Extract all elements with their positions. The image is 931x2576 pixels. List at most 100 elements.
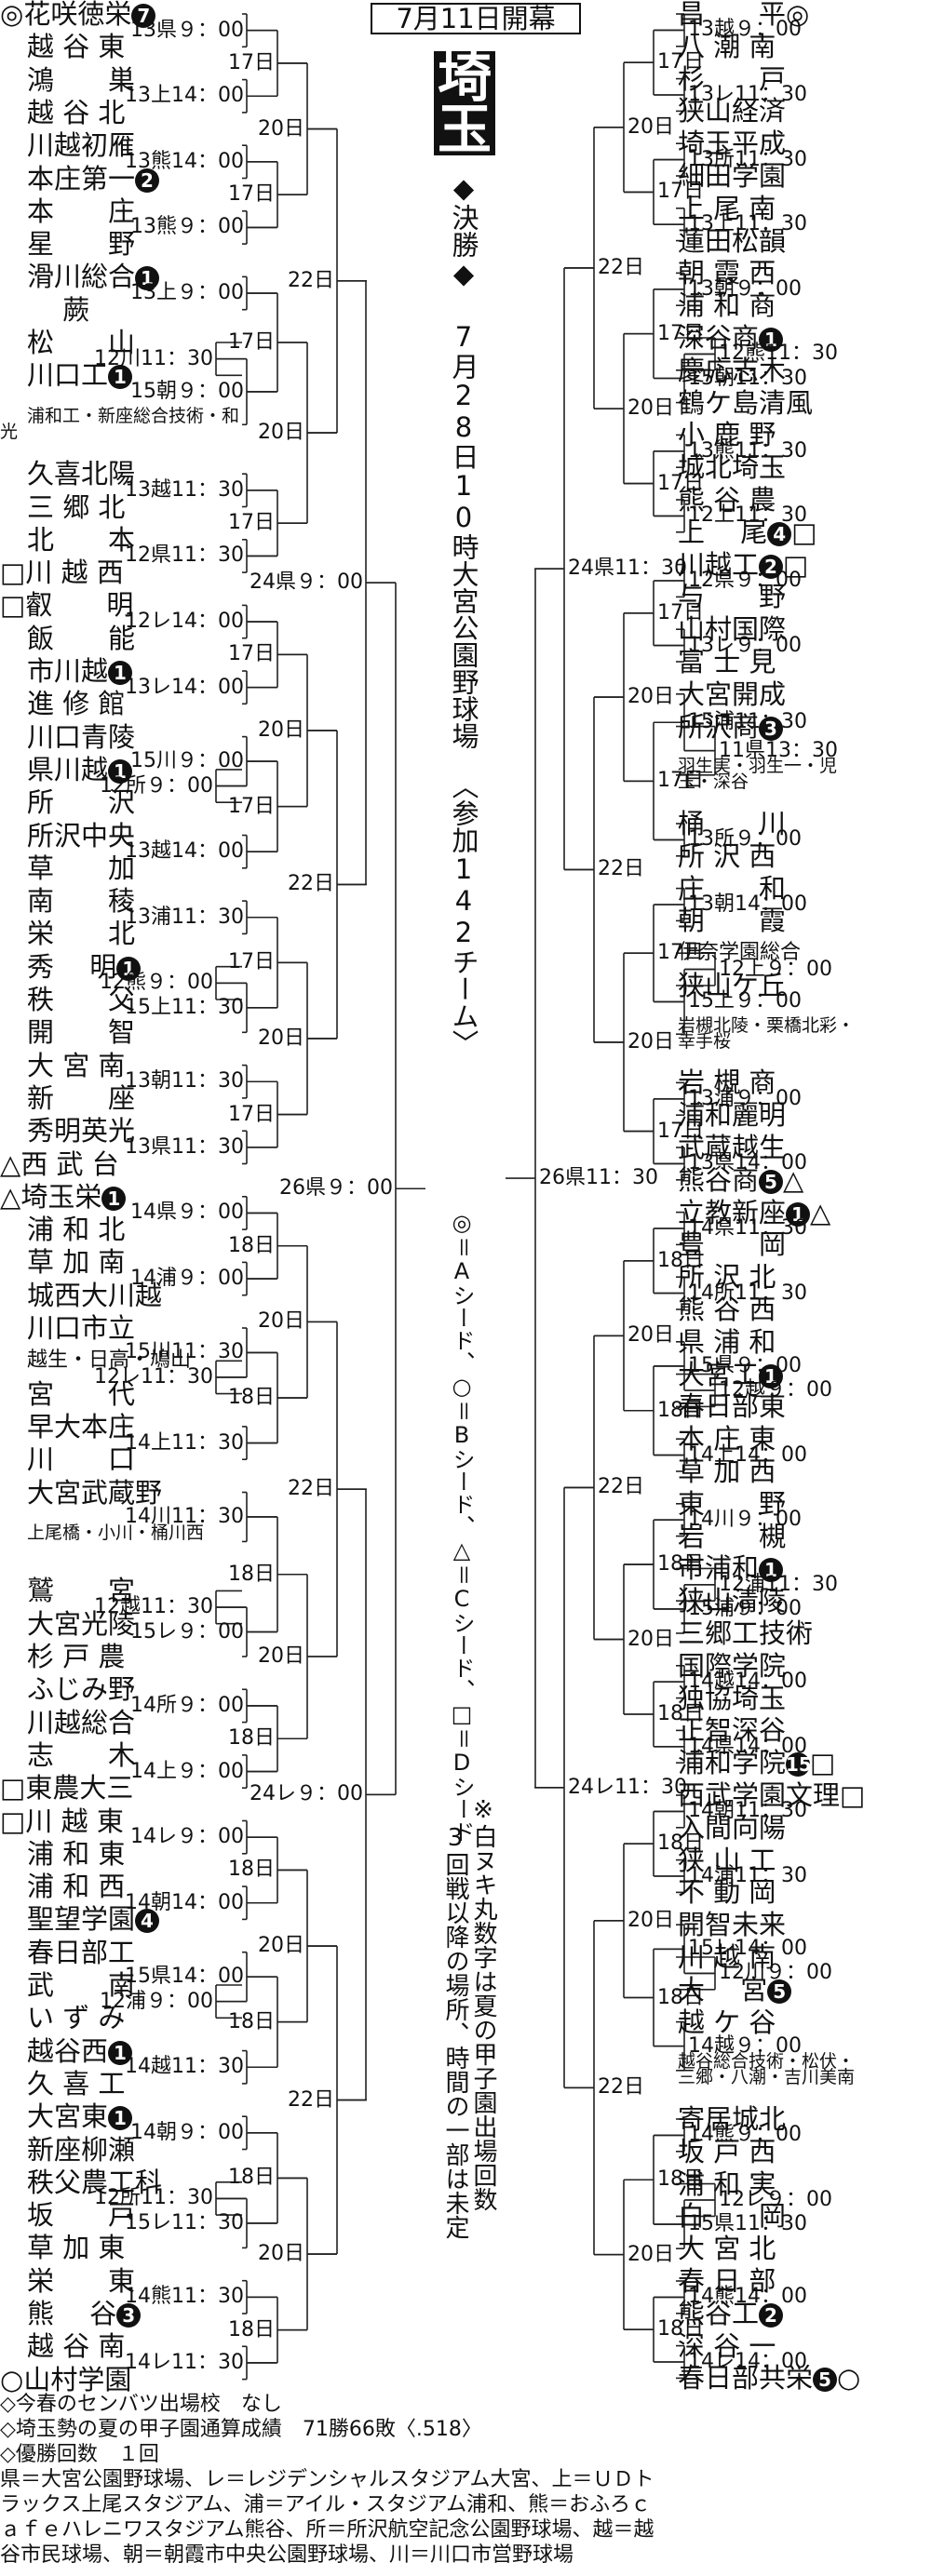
- team-name: 所 沢 西: [678, 839, 776, 872]
- team-name: 春日部東: [678, 1390, 787, 1423]
- team-name: 叡 明: [25, 589, 134, 622]
- match-label: 13レ11：30: [688, 83, 807, 106]
- appearances-badge: 1: [135, 266, 160, 291]
- match-label: 14県14：00: [688, 1734, 807, 1758]
- team-name: 熊 谷 農: [678, 484, 776, 516]
- team-entry: 浦 和 商: [678, 289, 776, 321]
- team-name: 新座柳瀬: [27, 2133, 136, 2166]
- appearances-badge: 5: [767, 1979, 792, 2004]
- match-label: 14朝11：30: [688, 1799, 807, 1823]
- team-entry: 山村国際: [678, 613, 786, 645]
- match-label: 17日: [228, 511, 275, 535]
- team-name: 川 口: [27, 1443, 136, 1476]
- team-entry: 杉 戸: [678, 63, 786, 95]
- match-label: 12越９：00: [719, 1378, 832, 1402]
- team-entry: 入間向陽: [678, 1812, 786, 1844]
- team-entry: 久 喜 工: [0, 2068, 242, 2100]
- match-label: 20日: [258, 1026, 304, 1050]
- appearances-badge: 1: [786, 1201, 811, 1227]
- match-label: 14越11：30: [125, 2055, 244, 2079]
- team-name: 草 加 南: [27, 1246, 126, 1279]
- match-label: 17日: [228, 950, 275, 974]
- team-name: 豊 岡: [678, 1228, 787, 1261]
- team-name: 浦 和 北: [27, 1214, 126, 1246]
- match-label: 22日: [288, 268, 334, 292]
- team-entry: 新 座: [0, 1082, 242, 1114]
- match-label: 15県11：30: [688, 2212, 807, 2236]
- match-label: 20日: [258, 718, 304, 742]
- seed-mark: □: [0, 557, 26, 589]
- appearances-badge: 5: [813, 2368, 838, 2393]
- team-name: 越谷西: [27, 2034, 109, 2067]
- team-name: 星 野: [27, 228, 136, 261]
- seed-mark: △: [783, 1163, 804, 1196]
- team-entry: 熊 谷 農: [678, 484, 776, 516]
- footer-line: ◇埼玉勢の夏の甲子園通算成績 71勝66敗〈.518〉: [0, 2418, 482, 2441]
- team-entry: 埼玉平成: [678, 127, 786, 159]
- team-entry: 上 尾 南: [678, 193, 776, 224]
- team-entry: 志 木: [0, 1739, 242, 1771]
- team-entry: 所 沢 西: [678, 840, 776, 872]
- match-label: 26県９：00: [279, 1176, 393, 1201]
- team-name: 川 越 東: [25, 1805, 124, 1837]
- match-label: 15上９：00: [688, 989, 802, 1013]
- team-name: 浦和学院: [678, 1747, 787, 1779]
- match-label: 22日: [598, 255, 644, 279]
- team-name: 与 野: [678, 581, 787, 613]
- match-label: 12川11：30: [94, 346, 213, 370]
- match-label: 13浦９：00: [688, 1086, 802, 1110]
- team-name: ふじみ野: [27, 1673, 136, 1706]
- team-entry: 坂 戸: [0, 2199, 242, 2231]
- appearances-badge: 1: [108, 365, 133, 390]
- team-entry: 岩槻北陵・栗橋北彩・幸手桜: [678, 1016, 864, 1052]
- team-entry: 朝 霞: [678, 905, 786, 936]
- team-name: 秩 父: [27, 984, 136, 1015]
- team-entry: 鶴ケ島清風: [678, 387, 813, 419]
- match-label: 13県11：30: [125, 1134, 244, 1159]
- team-entry: 川越初雁: [0, 129, 242, 161]
- team-entry: 春 日 部: [678, 2265, 776, 2297]
- match-label: 20日: [258, 1309, 304, 1334]
- match-label: 14熊11：30: [125, 2285, 244, 2309]
- seed-mark: □: [783, 548, 809, 581]
- match-label: 14上９：00: [130, 1759, 244, 1783]
- team-entry: 杉 戸 農: [0, 1641, 242, 1672]
- match-label: 15レ11：30: [125, 2210, 244, 2234]
- team-name: 川越総合: [27, 1706, 136, 1738]
- match-label: 13レ14：00: [125, 675, 244, 699]
- note-numbers: ※白ヌキ丸数字は夏の甲子園出場回数: [469, 1796, 497, 2211]
- team-name: 越 ケ 谷: [678, 2006, 776, 2038]
- match-label: 17日: [228, 1102, 275, 1126]
- appearances-badge: 3: [759, 716, 784, 741]
- team-entry: 与 野: [678, 581, 786, 612]
- match-label: 13朝11：30: [125, 1069, 244, 1093]
- team-name: 山村国際: [678, 613, 787, 646]
- team-name: 蕨: [27, 293, 90, 326]
- team-name: 大宮武蔵野: [27, 1476, 163, 1509]
- team-entry: □叡 明: [0, 589, 242, 621]
- match-label: 17日: [657, 50, 704, 74]
- team-name: 岩 槻 商: [678, 1067, 776, 1099]
- match-label: 15朝11：30: [688, 366, 807, 390]
- appearances-badge: 1: [759, 1558, 784, 1583]
- match-label: 12浦９：00: [100, 1989, 213, 2013]
- match-label: 15レ９：00: [130, 1619, 244, 1644]
- team-name: 開智未来: [678, 1909, 787, 1941]
- team-name: 草 加 西: [678, 1456, 776, 1487]
- match-label: 14レ９：00: [130, 1825, 244, 1849]
- appearances-badge: 15: [786, 1752, 812, 1778]
- team-name: 本 庄 東: [678, 1423, 776, 1456]
- match-label: 22日: [598, 2075, 644, 2100]
- match-label: 20日: [258, 1644, 304, 1668]
- team-name: 八 潮 南: [678, 30, 776, 62]
- match-label: 20日: [627, 114, 674, 139]
- team-entry: 秀明英光: [0, 1115, 242, 1147]
- team-entry: 狭山経済: [678, 95, 786, 127]
- team-entry: 鴻 巣: [0, 64, 242, 96]
- team-entry: 城西大川越: [0, 1280, 242, 1311]
- seed-mark: ◎: [0, 0, 24, 30]
- team-entry: ふじみ野: [0, 1673, 242, 1705]
